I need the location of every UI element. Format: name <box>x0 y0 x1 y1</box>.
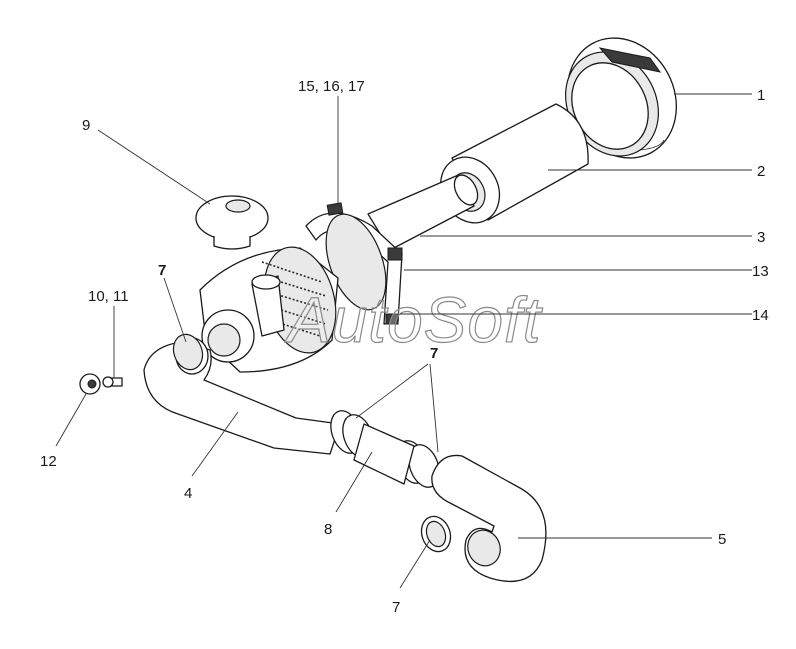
callout-7-bottom: 7 <box>392 599 400 616</box>
callout-9: 9 <box>82 117 90 134</box>
callout-15-16-17: 15, 16, 17 <box>298 78 365 95</box>
callout-10-11: 10, 11 <box>88 288 129 305</box>
part-8-sleeve <box>353 423 415 485</box>
part-13-14-bracket <box>305 202 403 325</box>
callout-5: 5 <box>718 531 726 548</box>
part-5-u-hose <box>431 454 547 582</box>
callout-14: 14 <box>752 307 769 324</box>
part-9-cap <box>195 195 269 250</box>
callout-2: 2 <box>757 163 765 180</box>
callout-labels: 1 2 3 13 14 15, 16, 17 9 7 10, 11 12 4 7… <box>40 78 769 616</box>
watermark: AutoSoft <box>284 284 543 356</box>
air-filter-housing <box>199 246 339 373</box>
callout-3: 3 <box>757 229 765 246</box>
callout-8: 8 <box>324 521 332 538</box>
callout-12: 12 <box>40 453 57 470</box>
part-10-11-12-fasteners <box>79 373 123 395</box>
leader-lines <box>55 93 752 589</box>
callout-13: 13 <box>752 263 769 280</box>
callout-1: 1 <box>757 87 765 104</box>
callout-4: 4 <box>184 485 192 502</box>
callout-7-top: 7 <box>158 262 166 279</box>
callout-7-middle: 7 <box>430 345 438 362</box>
part-1-end-cap <box>565 37 678 159</box>
